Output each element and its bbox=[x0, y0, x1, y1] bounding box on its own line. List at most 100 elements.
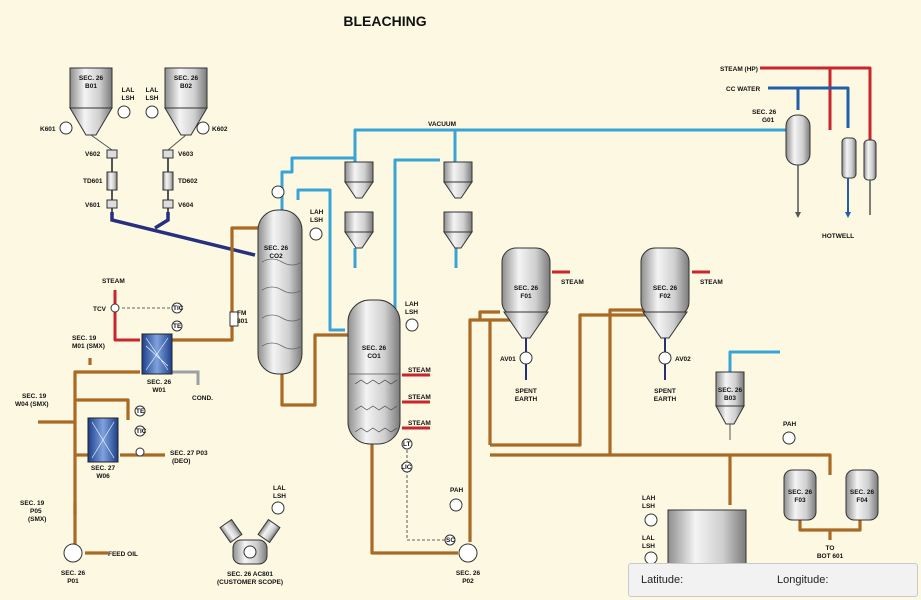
pah-label-b03: PAH bbox=[783, 421, 797, 428]
pah-p02-icon bbox=[449, 498, 463, 512]
fm801-icon bbox=[229, 311, 239, 327]
tic-w06-icon bbox=[134, 425, 146, 437]
steam-hp-line bbox=[760, 66, 872, 142]
oil-line-to-polish bbox=[490, 453, 832, 475]
cyclone-1 bbox=[344, 161, 374, 249]
co2-instrument-icon bbox=[271, 185, 285, 199]
vacuum-line bbox=[280, 128, 788, 210]
steam-hp-label: STEAM (HP) bbox=[720, 66, 758, 73]
oil-line-co1-p02 bbox=[370, 440, 458, 555]
v603-label: V603 bbox=[178, 151, 194, 158]
filter-f03 bbox=[783, 469, 817, 521]
g01-vessel bbox=[785, 114, 811, 166]
k601-icon bbox=[59, 121, 73, 135]
tic-w01-icon bbox=[171, 302, 183, 314]
co2-level-icon bbox=[309, 227, 323, 241]
valve-w06-icon bbox=[135, 447, 145, 457]
steam-label-co1-2: STEAM bbox=[408, 394, 431, 401]
longitude-label: Longitude: bbox=[777, 574, 829, 586]
lic-label: LIC bbox=[401, 464, 412, 471]
steam-line-w01 bbox=[113, 290, 140, 342]
b03-vent-line bbox=[728, 350, 780, 372]
te-w01-icon bbox=[171, 320, 183, 332]
v602-label: V602 bbox=[85, 151, 101, 158]
hotwell-label: HOTWELL bbox=[822, 233, 854, 240]
v604-label: V604 bbox=[178, 202, 194, 209]
tcv-icon bbox=[110, 303, 120, 313]
av02-label: AV02 bbox=[675, 356, 691, 363]
k601-label: K601 bbox=[40, 126, 56, 133]
av02-icon bbox=[658, 351, 672, 365]
tic-w06-label: TIC bbox=[136, 428, 147, 435]
co1-level-icon bbox=[405, 318, 419, 332]
cc-water-line bbox=[768, 86, 850, 128]
valve-v603-icon bbox=[162, 149, 174, 159]
tic-w01-label: TIC bbox=[173, 305, 184, 312]
vacuum-label: VACUUM bbox=[428, 121, 456, 128]
cond-label: COND. bbox=[192, 395, 213, 402]
pah-label-p02: PAH bbox=[450, 487, 464, 494]
feed-oil-label: FEED OIL bbox=[108, 551, 138, 558]
td602-icon bbox=[162, 171, 174, 191]
lt-icon bbox=[401, 438, 413, 450]
page-title: BLEACHING bbox=[343, 13, 426, 29]
steam-label-co1-1: STEAM bbox=[408, 367, 431, 374]
av01-icon bbox=[519, 351, 533, 365]
filter-f04 bbox=[845, 469, 879, 521]
steam-label-f02: STEAM bbox=[700, 279, 723, 286]
earth-line-b01 bbox=[110, 212, 256, 257]
k602-label: K602 bbox=[212, 126, 228, 133]
steam-label-w01: STEAM bbox=[102, 278, 125, 285]
sc-label: SC bbox=[446, 537, 455, 544]
hopper-level-high-icon bbox=[644, 513, 658, 527]
condensate-line bbox=[172, 370, 200, 385]
td601-icon bbox=[106, 171, 118, 191]
oil-line-co2-in bbox=[172, 226, 258, 342]
lic-icon bbox=[401, 461, 413, 473]
valve-v604-icon bbox=[162, 199, 174, 209]
level-switch-b01-icon bbox=[117, 105, 131, 119]
valve-v602-icon bbox=[106, 149, 118, 159]
lt-label: LT bbox=[403, 441, 410, 448]
steam-label-f01: STEAM bbox=[561, 279, 584, 286]
p03-label: SEC. 27 P03(DEO) bbox=[170, 450, 208, 465]
oil-line-p02-filters bbox=[468, 318, 510, 542]
cc-water-label: CC WATER bbox=[726, 86, 760, 93]
oil-line-p01 bbox=[73, 370, 140, 545]
ac801-label: SEC. 26 AC801(CUSTOMER SCOPE) bbox=[217, 571, 283, 586]
coordinate-readout: Latitude: Longitude: bbox=[628, 563, 918, 597]
ejector-icon bbox=[841, 137, 857, 179]
cyclone-2 bbox=[443, 161, 473, 249]
v601-label: V601 bbox=[85, 202, 101, 209]
